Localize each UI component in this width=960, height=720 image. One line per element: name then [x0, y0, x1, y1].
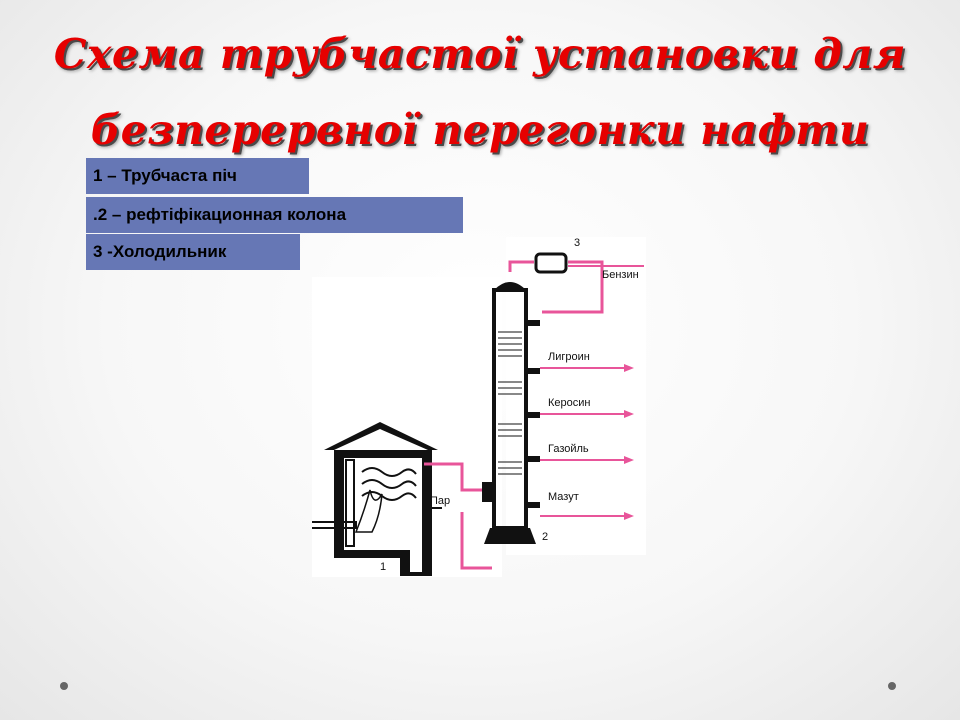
column-number: 2 — [542, 531, 548, 543]
output-label-kerosin: Керосин — [548, 397, 590, 409]
slide-bullet-right — [888, 682, 896, 690]
output-arrows — [540, 265, 644, 520]
cooler-number: 3 — [574, 237, 580, 249]
output-label-mazut: Мазут — [548, 491, 579, 503]
legend-item-column: .2 – рефтіфікационная колона — [86, 197, 463, 233]
rectification-column: 2 — [482, 282, 548, 544]
tube-furnace: Пар 1 — [312, 422, 492, 576]
slide-bullet-left — [60, 682, 68, 690]
output-label-benzin: Бензин — [602, 269, 639, 281]
slide-title-line-1: Схема трубчастої установки для — [53, 30, 907, 78]
output-label-ligroin: Лигроин — [548, 351, 590, 363]
furnace-number: 1 — [380, 561, 386, 573]
output-label-gasoil: Газойль — [548, 443, 589, 455]
slide-title-line-2: безперервної перегонки нафти — [90, 106, 870, 154]
cooler: 3 — [508, 237, 604, 314]
legend-item-cooler: 3 -Холодильник — [86, 234, 300, 270]
steam-label: Пар — [430, 495, 450, 507]
legend-item-furnace: 1 – Трубчаста піч — [86, 158, 309, 194]
distillation-diagram: Пар 1 2 3 — [312, 237, 646, 577]
